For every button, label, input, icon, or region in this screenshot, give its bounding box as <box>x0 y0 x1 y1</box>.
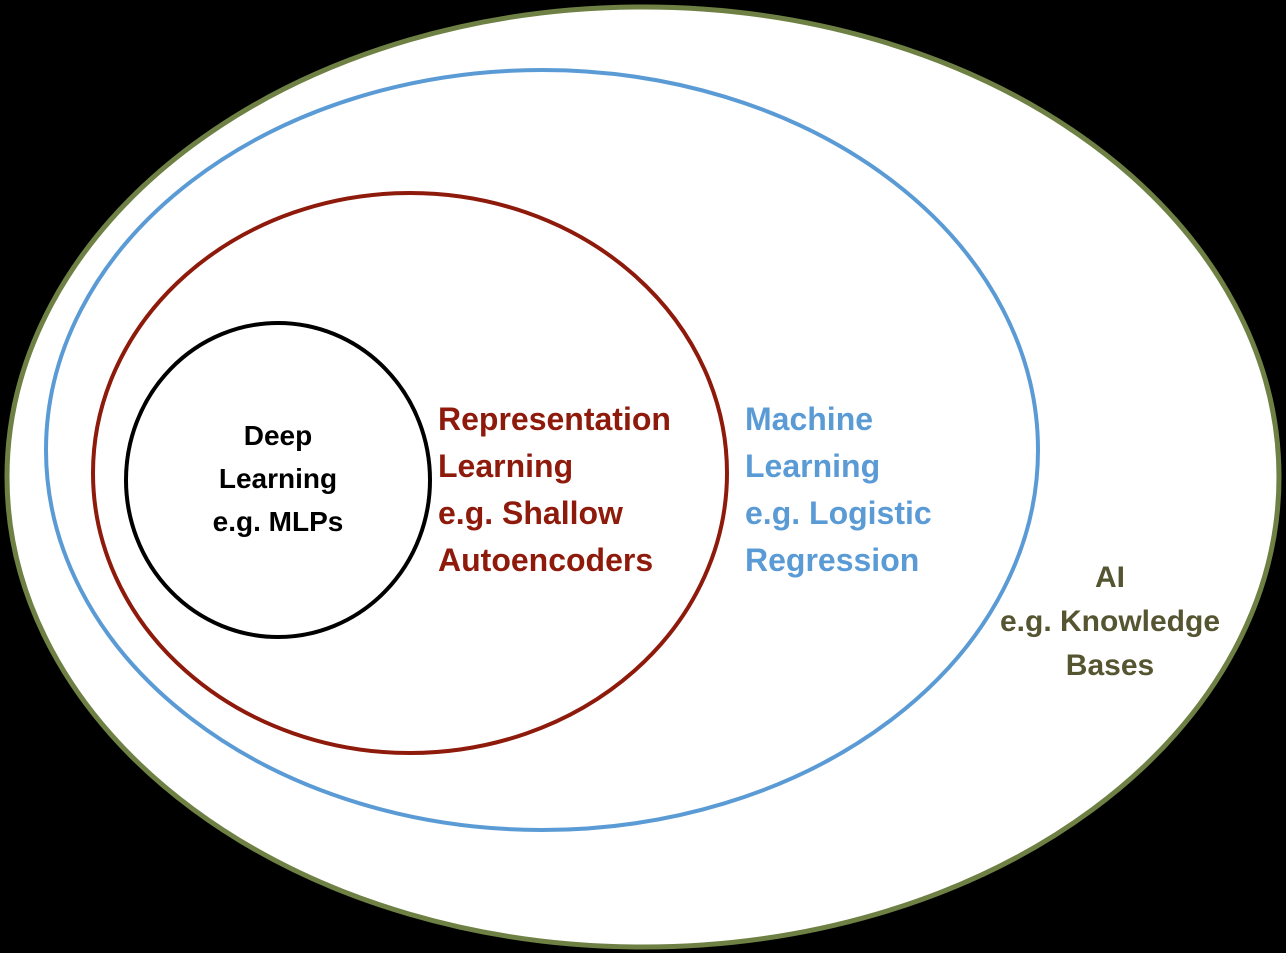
representation-learning-label-line: e.g. Shallow <box>438 495 623 531</box>
machine-learning-label-line: Regression <box>745 542 920 578</box>
deep-learning-circle <box>124 321 432 639</box>
machine-learning-label: Machine Learning e.g. Logistic Regressio… <box>745 396 932 584</box>
deep-learning-label-line: Deep <box>243 420 313 451</box>
ai-label: AI e.g. Knowledge Bases <box>972 556 1248 688</box>
ai-ellipse <box>4 4 1282 950</box>
deep-learning-label-line: Learning <box>218 463 338 494</box>
machine-learning-label-line: Machine <box>745 401 874 437</box>
representation-learning-label: Representation Learning e.g. Shallow Aut… <box>438 396 671 584</box>
deep-learning-label-line: e.g. MLPs <box>212 506 344 537</box>
machine-learning-label-line: e.g. Logistic <box>745 495 932 531</box>
ai-label-line: AI <box>1095 561 1125 594</box>
representation-learning-label-line: Autoencoders <box>438 542 654 578</box>
representation-learning-label-line: Representation <box>438 401 671 437</box>
machine-learning-ellipse <box>44 68 1040 832</box>
ai-label-line: Bases <box>1065 649 1155 682</box>
ai-label-line: e.g. Knowledge <box>999 605 1221 638</box>
representation-learning-label-line: Learning <box>438 448 574 484</box>
deep-learning-label: Deep Learning e.g. MLPs <box>160 414 396 543</box>
machine-learning-label-line: Learning <box>745 448 881 484</box>
representation-learning-ellipse <box>91 191 729 755</box>
